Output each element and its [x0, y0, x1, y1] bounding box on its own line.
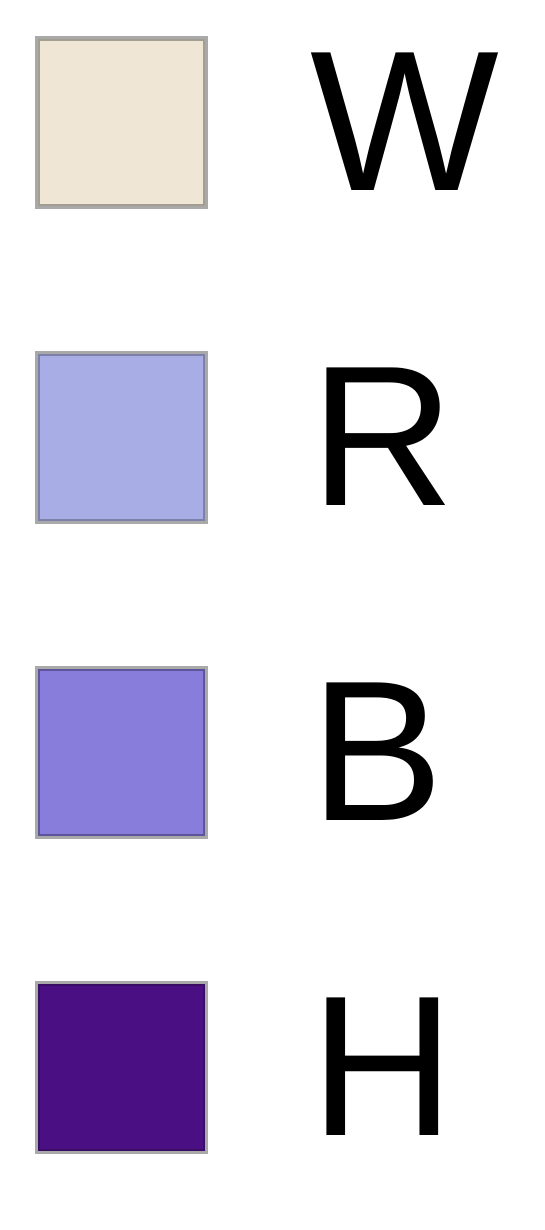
legend-swatch-w	[35, 36, 208, 209]
legend-swatch-fill-h	[38, 984, 205, 1151]
legend-item-b: B	[0, 652, 545, 866]
legend-swatch-fill-r	[38, 354, 205, 521]
legend-label-h: H	[310, 955, 455, 1178]
legend-label-b: B	[310, 640, 444, 863]
legend-swatch-b	[35, 666, 208, 839]
legend-label-r: R	[310, 325, 455, 548]
legend-label-w: W	[310, 10, 499, 233]
legend-swatch-r	[35, 351, 208, 524]
legend-item-h: H	[0, 967, 545, 1181]
legend-item-w: W	[0, 22, 545, 236]
legend-swatch-fill-w	[38, 39, 205, 206]
legend-swatch-h	[35, 981, 208, 1154]
legend-swatch-fill-b	[38, 669, 205, 836]
legend-item-r: R	[0, 337, 545, 551]
